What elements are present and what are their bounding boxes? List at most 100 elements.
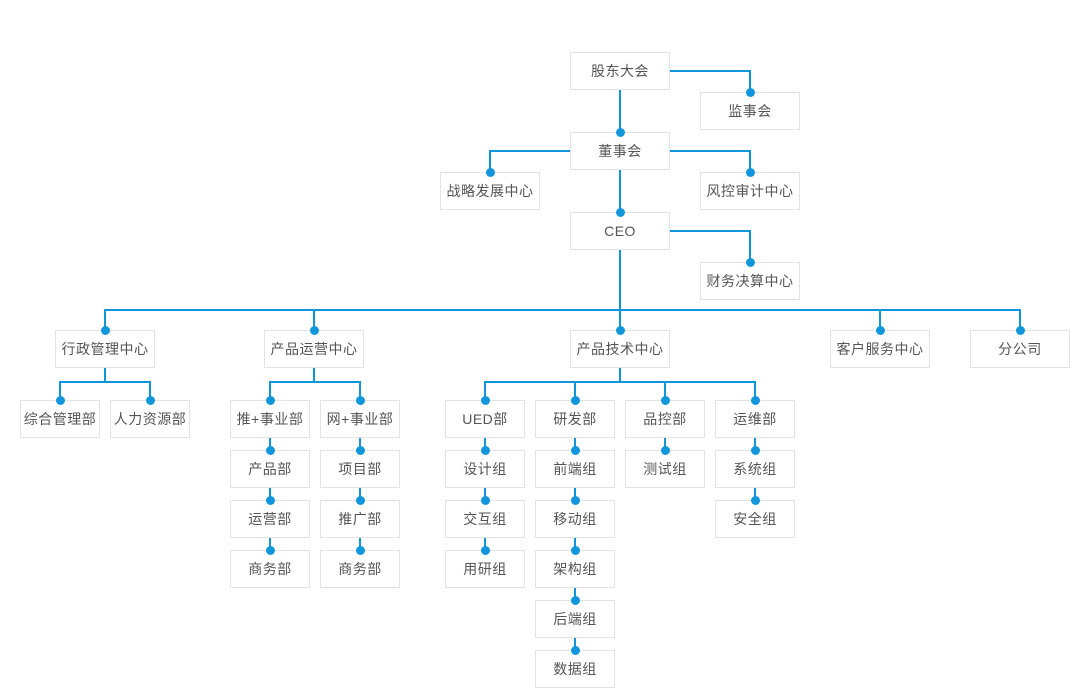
org-node-strategy[interactable]: 战略发展中心: [440, 172, 540, 210]
org-node-label-shareholders: 股东大会: [591, 63, 649, 79]
org-node-tuibu[interactable]: 推+事业部: [230, 400, 310, 438]
org-node-operation[interactable]: 运营部: [230, 500, 310, 538]
org-node-ued[interactable]: UED部: [445, 400, 525, 438]
org-node-customer[interactable]: 客户服务中心: [830, 330, 930, 368]
connector-dot-hr: [145, 395, 155, 405]
org-node-branch[interactable]: 分公司: [970, 330, 1070, 368]
org-node-label-customer: 客户服务中心: [836, 341, 924, 357]
connector-dot-data: [570, 645, 580, 655]
org-node-frontend[interactable]: 前端组: [535, 450, 615, 488]
org-node-label-wangbu: 网+事业部: [326, 411, 394, 427]
org-node-data[interactable]: 数据组: [535, 650, 615, 688]
org-node-label-mobile: 移动组: [553, 511, 597, 527]
org-node-general[interactable]: 综合管理部: [20, 400, 100, 438]
connector-dot-rd: [570, 395, 580, 405]
connector-dot-system: [750, 445, 760, 455]
org-node-label-business2: 商务部: [338, 561, 382, 577]
org-node-label-research: 用研组: [463, 561, 507, 577]
connector-dot-mobile: [570, 495, 580, 505]
connector-dot-board: [615, 127, 625, 137]
org-node-label-riskaudit: 风控审计中心: [706, 183, 794, 199]
org-node-label-branch: 分公司: [998, 341, 1042, 357]
connector-dot-supervisors: [745, 87, 755, 97]
org-node-ceo[interactable]: CEO: [570, 212, 670, 250]
connector-dot-tuibu: [265, 395, 275, 405]
org-node-shareholders[interactable]: 股东大会: [570, 52, 670, 90]
connector-dot-customer: [875, 325, 885, 335]
connector-dot-general: [55, 395, 65, 405]
org-node-label-ued: UED部: [462, 411, 508, 427]
org-node-prodtech[interactable]: 产品技术中心: [570, 330, 670, 368]
org-node-promotion[interactable]: 推广部: [320, 500, 400, 538]
org-node-label-ops: 运维部: [733, 411, 777, 427]
connector-dot-business1: [265, 545, 275, 555]
connector-dot-design: [480, 445, 490, 455]
org-node-admin[interactable]: 行政管理中心: [55, 330, 155, 368]
org-node-label-ceo: CEO: [604, 223, 636, 239]
org-node-label-architecture: 架构组: [553, 561, 597, 577]
org-node-label-admin: 行政管理中心: [61, 341, 149, 357]
org-node-label-operation: 运营部: [248, 511, 292, 527]
connector-dot-ued: [480, 395, 490, 405]
org-node-supervisors[interactable]: 监事会: [700, 92, 800, 130]
connector-dot-backend: [570, 595, 580, 605]
connector-dot-product: [265, 445, 275, 455]
org-node-riskaudit[interactable]: 风控审计中心: [700, 172, 800, 210]
org-node-label-interaction: 交互组: [463, 511, 507, 527]
connector-dot-admin: [100, 325, 110, 335]
org-node-qa[interactable]: 品控部: [625, 400, 705, 438]
org-node-ops[interactable]: 运维部: [715, 400, 795, 438]
connector-dot-interaction: [480, 495, 490, 505]
org-node-label-general: 综合管理部: [23, 411, 97, 427]
org-node-design[interactable]: 设计组: [445, 450, 525, 488]
org-node-finance[interactable]: 财务决算中心: [700, 262, 800, 300]
org-node-label-data: 数据组: [553, 661, 597, 677]
org-node-wangbu[interactable]: 网+事业部: [320, 400, 400, 438]
org-node-label-product: 产品部: [248, 461, 292, 477]
org-node-research[interactable]: 用研组: [445, 550, 525, 588]
connector-dot-qa: [660, 395, 670, 405]
org-node-label-finance: 财务决算中心: [706, 273, 794, 289]
org-node-board[interactable]: 董事会: [570, 132, 670, 170]
org-node-label-prodops: 产品运营中心: [270, 341, 358, 357]
org-node-label-qa: 品控部: [643, 411, 687, 427]
org-node-rd[interactable]: 研发部: [535, 400, 615, 438]
org-node-prodops[interactable]: 产品运营中心: [264, 330, 364, 368]
org-node-label-hr: 人力资源部: [113, 411, 187, 427]
org-node-business1[interactable]: 商务部: [230, 550, 310, 588]
connector-dot-ceo: [615, 207, 625, 217]
connector-dot-architecture: [570, 545, 580, 555]
connector-dot-ops: [750, 395, 760, 405]
org-node-backend[interactable]: 后端组: [535, 600, 615, 638]
connector-dot-project: [355, 445, 365, 455]
connector-board-to-riskaudit: [669, 150, 751, 173]
org-node-label-business1: 商务部: [248, 561, 292, 577]
connector-dot-prodtech: [615, 325, 625, 335]
org-node-label-board: 董事会: [598, 143, 642, 159]
org-node-product[interactable]: 产品部: [230, 450, 310, 488]
org-node-label-system: 系统组: [733, 461, 777, 477]
connector-dot-branch: [1015, 325, 1025, 335]
org-node-system[interactable]: 系统组: [715, 450, 795, 488]
connector-dot-business2: [355, 545, 365, 555]
org-node-label-prodtech: 产品技术中心: [576, 341, 664, 357]
org-node-security[interactable]: 安全组: [715, 500, 795, 538]
connector-dot-prodops: [309, 325, 319, 335]
connector-dot-finance: [745, 257, 755, 267]
connector-dot-riskaudit: [745, 167, 755, 177]
org-node-label-project: 项目部: [338, 461, 382, 477]
connector-dot-wangbu: [355, 395, 365, 405]
org-node-interaction[interactable]: 交互组: [445, 500, 525, 538]
org-node-architecture[interactable]: 架构组: [535, 550, 615, 588]
org-node-label-security: 安全组: [733, 511, 777, 527]
org-node-label-promotion: 推广部: [338, 511, 382, 527]
org-node-project[interactable]: 项目部: [320, 450, 400, 488]
org-node-label-test: 测试组: [643, 461, 687, 477]
org-node-test[interactable]: 测试组: [625, 450, 705, 488]
org-node-hr[interactable]: 人力资源部: [110, 400, 190, 438]
connector-dot-security: [750, 495, 760, 505]
org-node-label-backend: 后端组: [553, 611, 597, 627]
org-node-mobile[interactable]: 移动组: [535, 500, 615, 538]
org-node-business2[interactable]: 商务部: [320, 550, 400, 588]
